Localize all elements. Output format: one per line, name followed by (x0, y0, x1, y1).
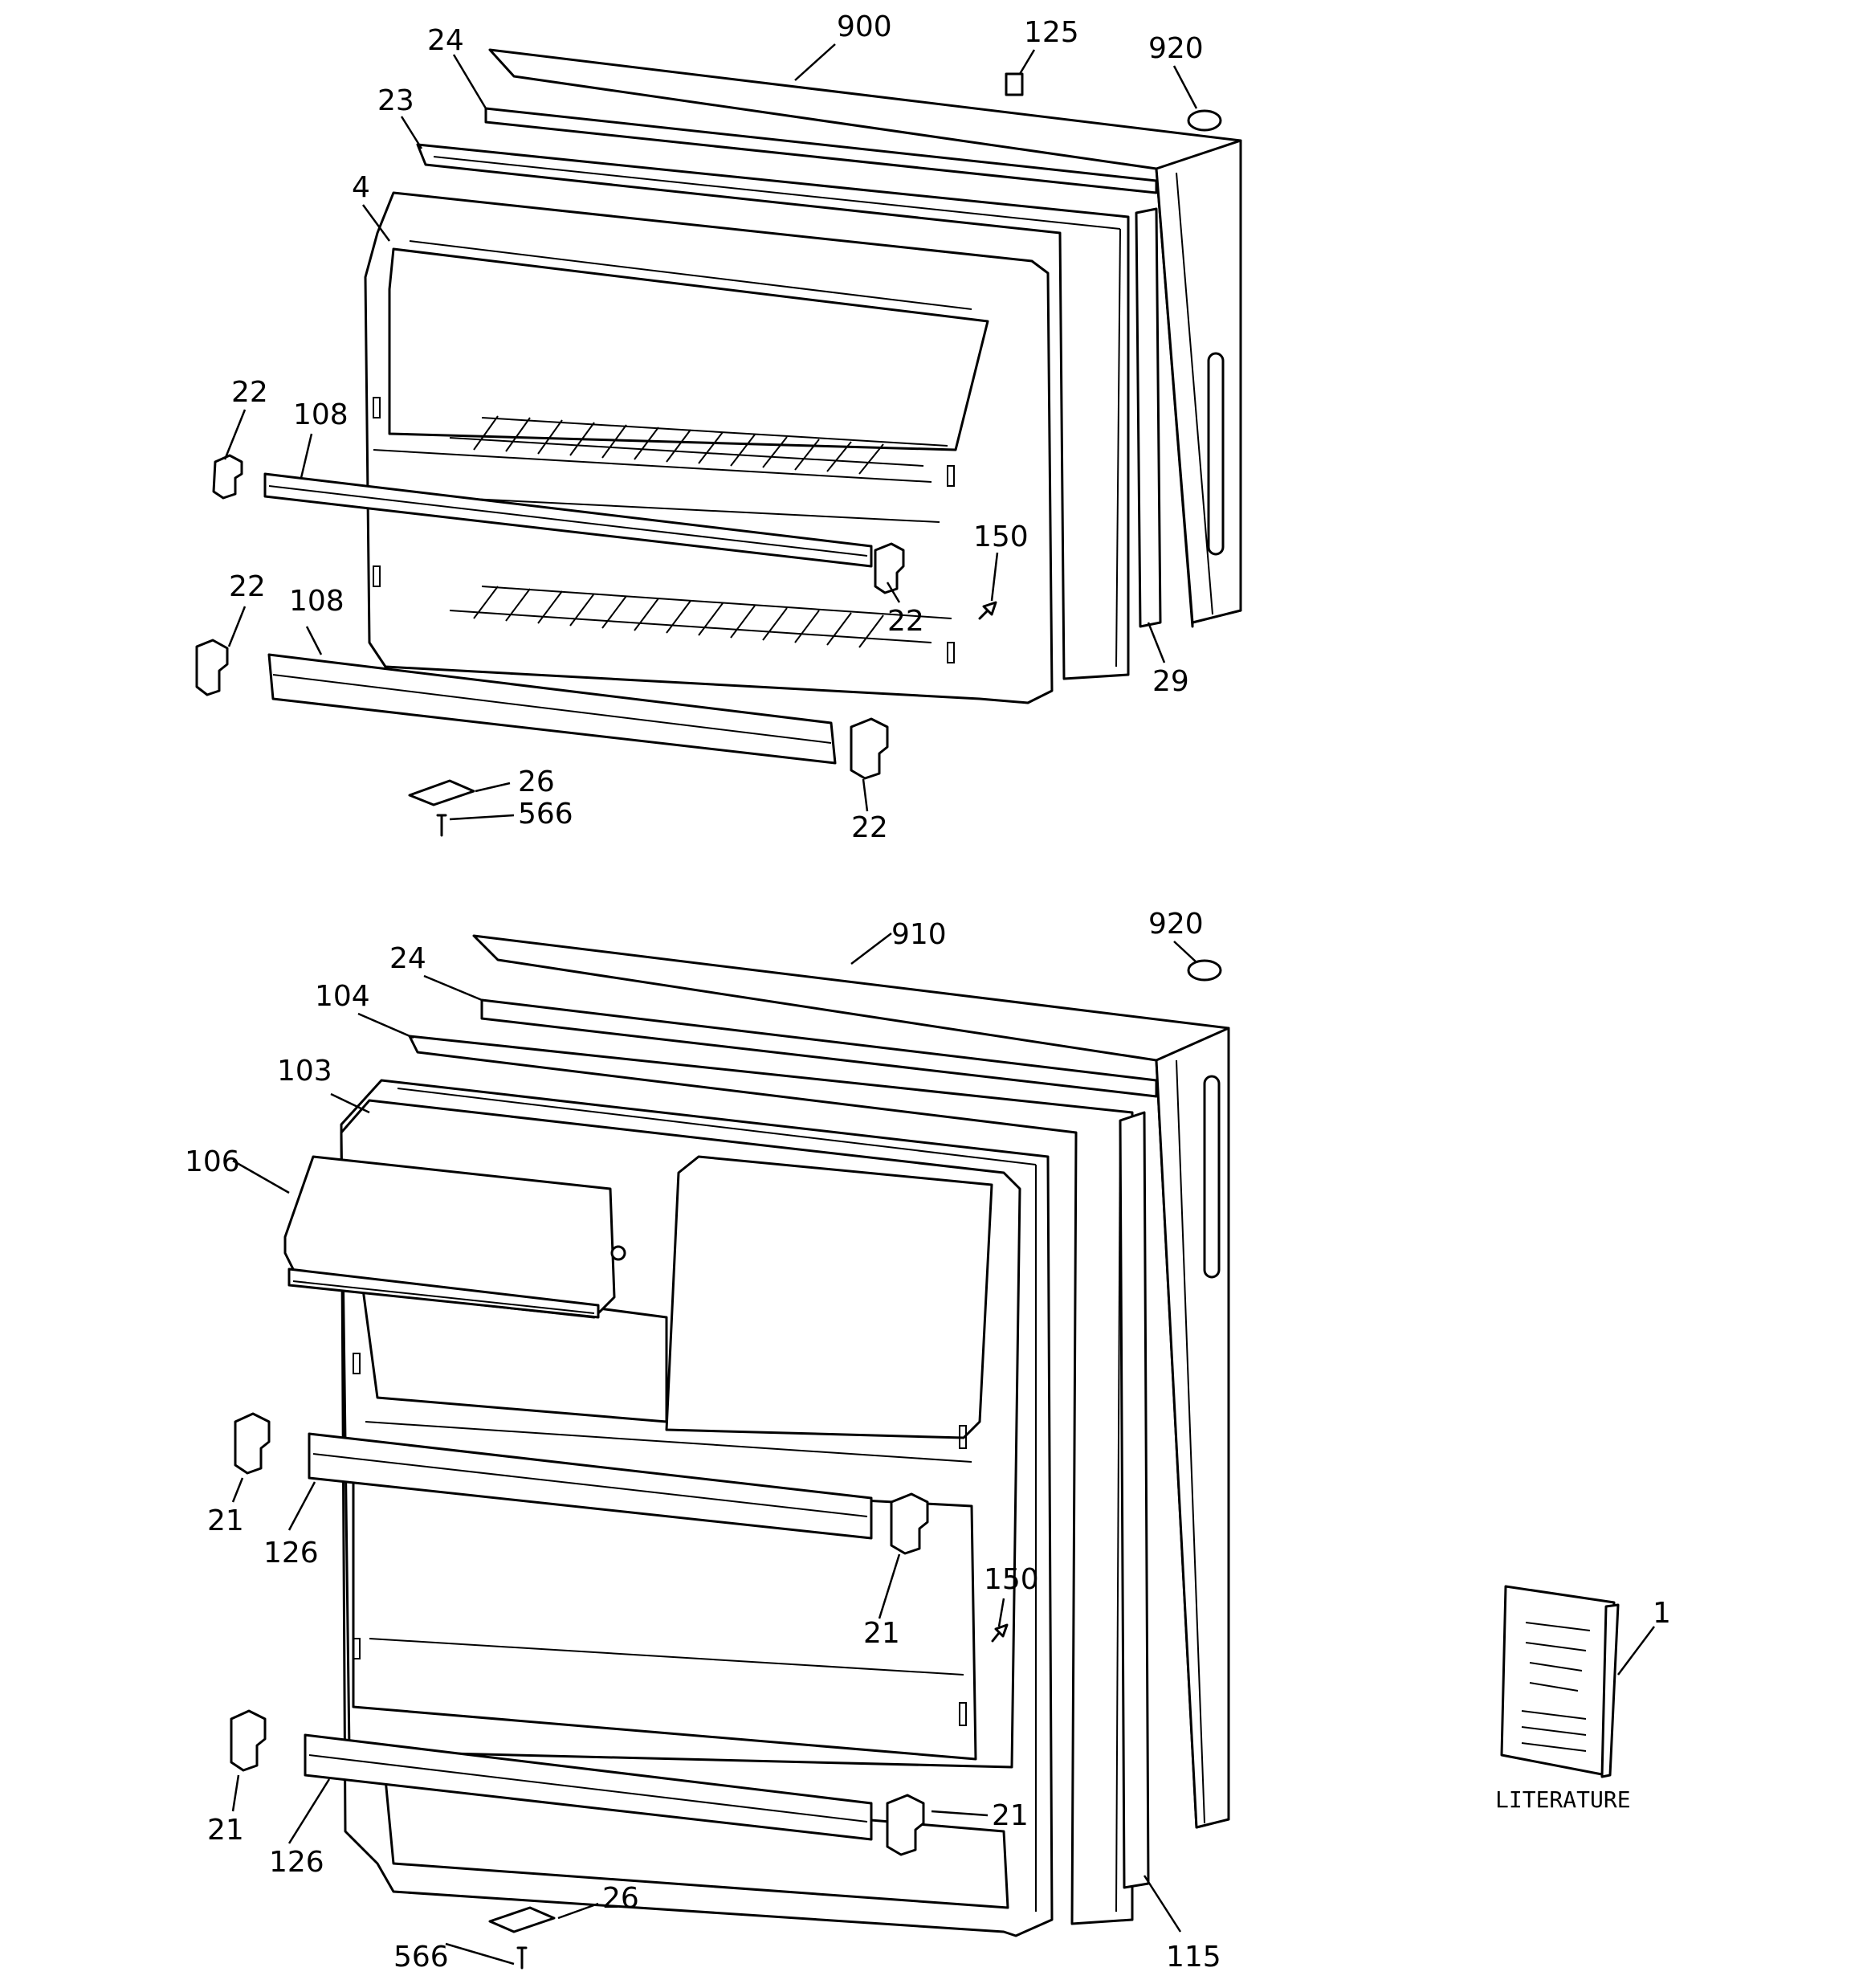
label-920-top: 920 (1148, 32, 1204, 65)
shelf-bar-108-lower (267, 653, 837, 765)
label-22-a: 22 (231, 376, 268, 409)
freezer-door-assembly (195, 48, 1242, 837)
literature-caption: LITERATURE (1495, 1786, 1631, 1813)
label-125: 125 (1024, 16, 1079, 49)
hinge-plate-26-top (408, 779, 475, 806)
shelf-bracket-21-d (886, 1794, 925, 1856)
strip-29 (1135, 207, 1162, 628)
label-126-b: 126 (269, 1846, 324, 1879)
label-23: 23 (377, 84, 414, 117)
plug-125 (1005, 72, 1024, 96)
label-21-c: 21 (207, 1814, 244, 1847)
door-liner-23 (416, 143, 1130, 680)
part-labels-bottom: 910 920 24 104 103 106 21 126 150 21 21 … (185, 908, 1221, 1974)
label-26-top: 26 (518, 765, 555, 798)
label-900: 900 (837, 10, 892, 43)
outer-door-panel-910 (472, 934, 1230, 1829)
label-910: 910 (891, 918, 947, 951)
label-21-a: 21 (207, 1504, 244, 1537)
screw-566-bottom (516, 1946, 528, 1970)
label-24-top: 24 (427, 24, 464, 57)
label-108-a: 108 (293, 398, 349, 431)
label-126-a: 126 (263, 1537, 319, 1570)
label-104: 104 (315, 980, 370, 1013)
label-1: 1 (1653, 1597, 1671, 1630)
label-103: 103 (277, 1055, 332, 1088)
label-566-bottom: 566 (393, 1941, 449, 1974)
screw-150-bottom (991, 1623, 1009, 1643)
shelf-bar-108-upper (263, 472, 873, 568)
outer-door-panel-900 (488, 48, 1242, 628)
label-4: 4 (352, 171, 370, 204)
label-22-c: 22 (229, 570, 266, 603)
label-115: 115 (1166, 1941, 1221, 1974)
leader-lines (223, 43, 1655, 1966)
label-108-b: 108 (289, 585, 344, 618)
label-920-bottom: 920 (1148, 908, 1204, 941)
literature-booklet (1500, 1585, 1620, 1778)
shelf-bracket-22-c (195, 639, 229, 696)
fresh-food-door-assembly (230, 934, 1230, 1970)
shelf-bracket-21-b (890, 1492, 929, 1555)
shelf-bracket-22-b (874, 542, 905, 594)
screw-566-top (436, 814, 447, 837)
gasket-24-bottom (480, 998, 1158, 1098)
shelf-bar-126-lower (304, 1733, 873, 1841)
door-liner-104 (408, 1035, 1134, 1925)
shelf-bracket-22-d (850, 717, 889, 780)
shelf-bracket-22-a (212, 454, 243, 500)
inner-liner-4 (364, 191, 1054, 704)
part-labels-top: 900 125 920 24 23 4 22 108 150 22 22 108… (229, 10, 1204, 844)
dairy-door-106 (283, 1155, 626, 1319)
strip-115 (1119, 1111, 1150, 1889)
gasket-24 (484, 107, 1158, 194)
label-21-b: 21 (863, 1617, 900, 1650)
label-150-top: 150 (973, 520, 1029, 553)
label-26-bottom: 26 (602, 1882, 639, 1915)
screw-150-top (978, 601, 997, 620)
label-22-d: 22 (851, 811, 888, 844)
shelf-bar-126-upper (308, 1432, 873, 1540)
literature-labels: 1 LITERATURE (1495, 1597, 1671, 1813)
label-150-bottom: 150 (984, 1563, 1039, 1596)
label-22-b: 22 (887, 605, 924, 638)
label-106: 106 (185, 1145, 240, 1178)
label-21-d: 21 (992, 1799, 1029, 1832)
hinge-plate-26-bottom (488, 1906, 556, 1933)
shelf-ribs-lower (449, 586, 952, 648)
shelf-bracket-21-c (230, 1709, 267, 1772)
shelf-ribs-upper (449, 415, 948, 475)
label-29: 29 (1152, 665, 1189, 698)
label-566-top: 566 (518, 798, 573, 831)
cap-920-top (1187, 109, 1222, 132)
cap-920-bottom (1187, 959, 1222, 982)
shelf-bracket-21-a (234, 1412, 271, 1475)
label-24-bottom: 24 (389, 942, 426, 975)
